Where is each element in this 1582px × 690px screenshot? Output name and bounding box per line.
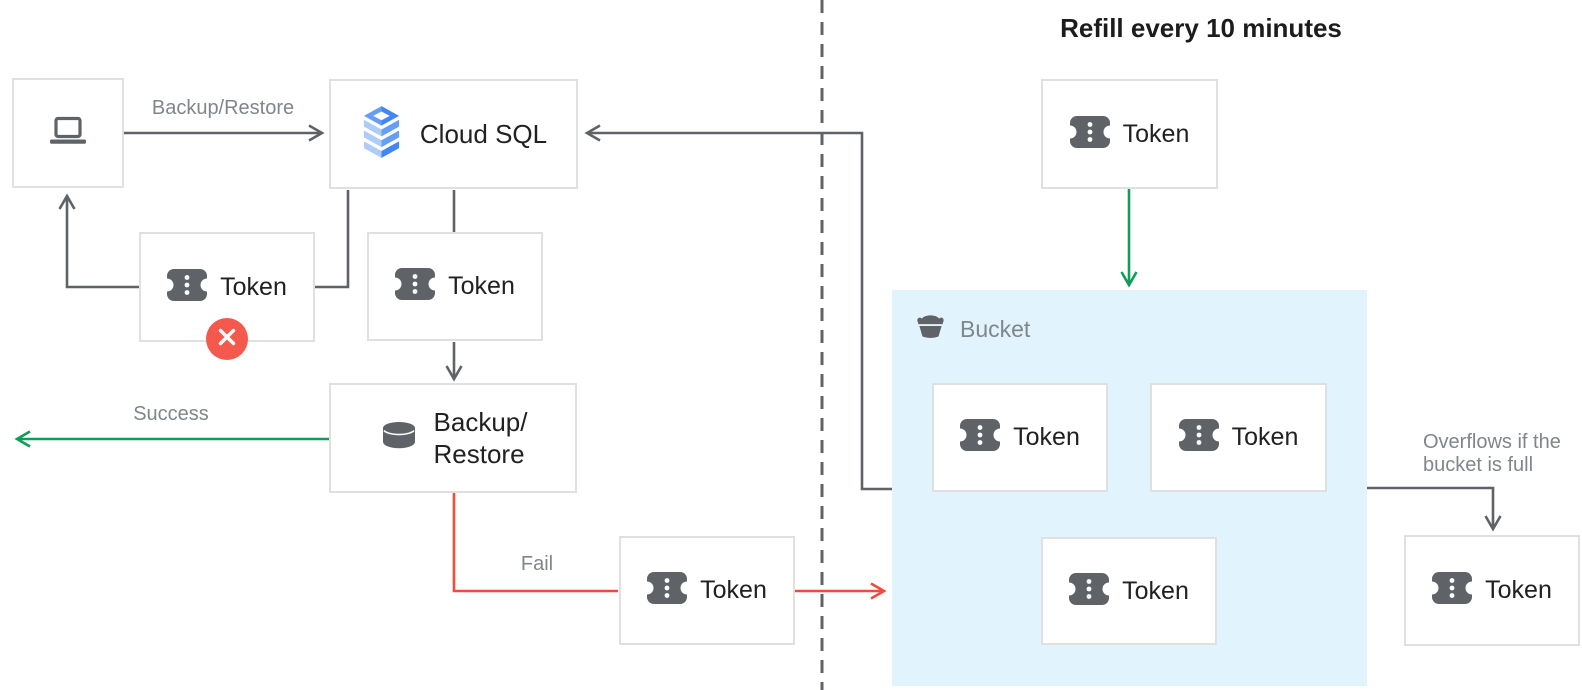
- token-icon: [640, 572, 694, 609]
- close-icon: [217, 327, 237, 352]
- cloud-sql-icon: [360, 105, 403, 163]
- token-box-consumed: Token: [139, 232, 315, 342]
- client-laptop-box: [12, 78, 124, 188]
- bucket-label: Bucket: [960, 315, 1031, 342]
- token-icon: [1172, 419, 1226, 456]
- cloud-sql-label: Cloud SQL: [419, 118, 548, 149]
- line-fail-to-token: [452, 493, 618, 593]
- bucket-token-box-3: Token: [1041, 537, 1217, 645]
- token-box-overflow: Token: [1404, 535, 1580, 646]
- fail-label: Fail: [520, 553, 554, 575]
- backup-restore-arrow-label: Backup/Restore: [151, 97, 295, 119]
- overflow-label-line1: Overflows if the: [1423, 431, 1561, 453]
- bucket-token-box-2: Token: [1150, 383, 1327, 492]
- arrow-overflow: [1367, 486, 1502, 532]
- token-label: Token: [1122, 576, 1189, 605]
- arrow-token-to-laptop: [58, 193, 139, 289]
- overflow-label: Overflows if the bucket is full: [1423, 431, 1561, 477]
- token-icon: [1062, 572, 1116, 610]
- token-label: Token: [1485, 576, 1552, 604]
- backup-restore-label-line1: Backup/: [433, 407, 528, 437]
- refill-heading: Refill every 10 minutes: [1060, 13, 1342, 43]
- line-token-to-cloudsql: [315, 190, 350, 289]
- token-icon: [1063, 115, 1117, 153]
- backup-restore-label: Backup/ Restore: [434, 406, 528, 470]
- database-icon: [379, 421, 419, 455]
- bucket-token-box-1: Token: [932, 383, 1108, 492]
- bucket-header: Bucket: [912, 312, 1030, 346]
- backup-restore-box: Backup/ Restore: [329, 383, 577, 493]
- token-icon: [160, 268, 214, 306]
- token-icon: [1425, 572, 1479, 609]
- token-label: Token: [700, 576, 767, 604]
- token-label: Token: [1231, 423, 1299, 451]
- success-label: Success: [133, 403, 209, 425]
- arrow-bucket-to-cloudsql: [584, 124, 892, 491]
- laptop-icon: [48, 116, 88, 151]
- token-box-refill: Token: [1041, 79, 1218, 189]
- token-icon: [953, 419, 1007, 456]
- token-box-fail: Token: [619, 536, 795, 645]
- token-label: Token: [448, 272, 515, 300]
- cloud-sql-box: Cloud SQL: [329, 79, 578, 189]
- overflow-label-line2: bucket is full: [1423, 454, 1534, 476]
- token-label: Token: [1013, 423, 1080, 451]
- bucket-icon: [912, 312, 949, 346]
- token-label: Token: [220, 272, 287, 301]
- token-icon: [388, 268, 442, 305]
- error-x-badge: [206, 318, 248, 360]
- backup-restore-label-line2: Restore: [433, 439, 525, 469]
- token-box-request: Token: [367, 232, 543, 341]
- token-label: Token: [1122, 119, 1190, 148]
